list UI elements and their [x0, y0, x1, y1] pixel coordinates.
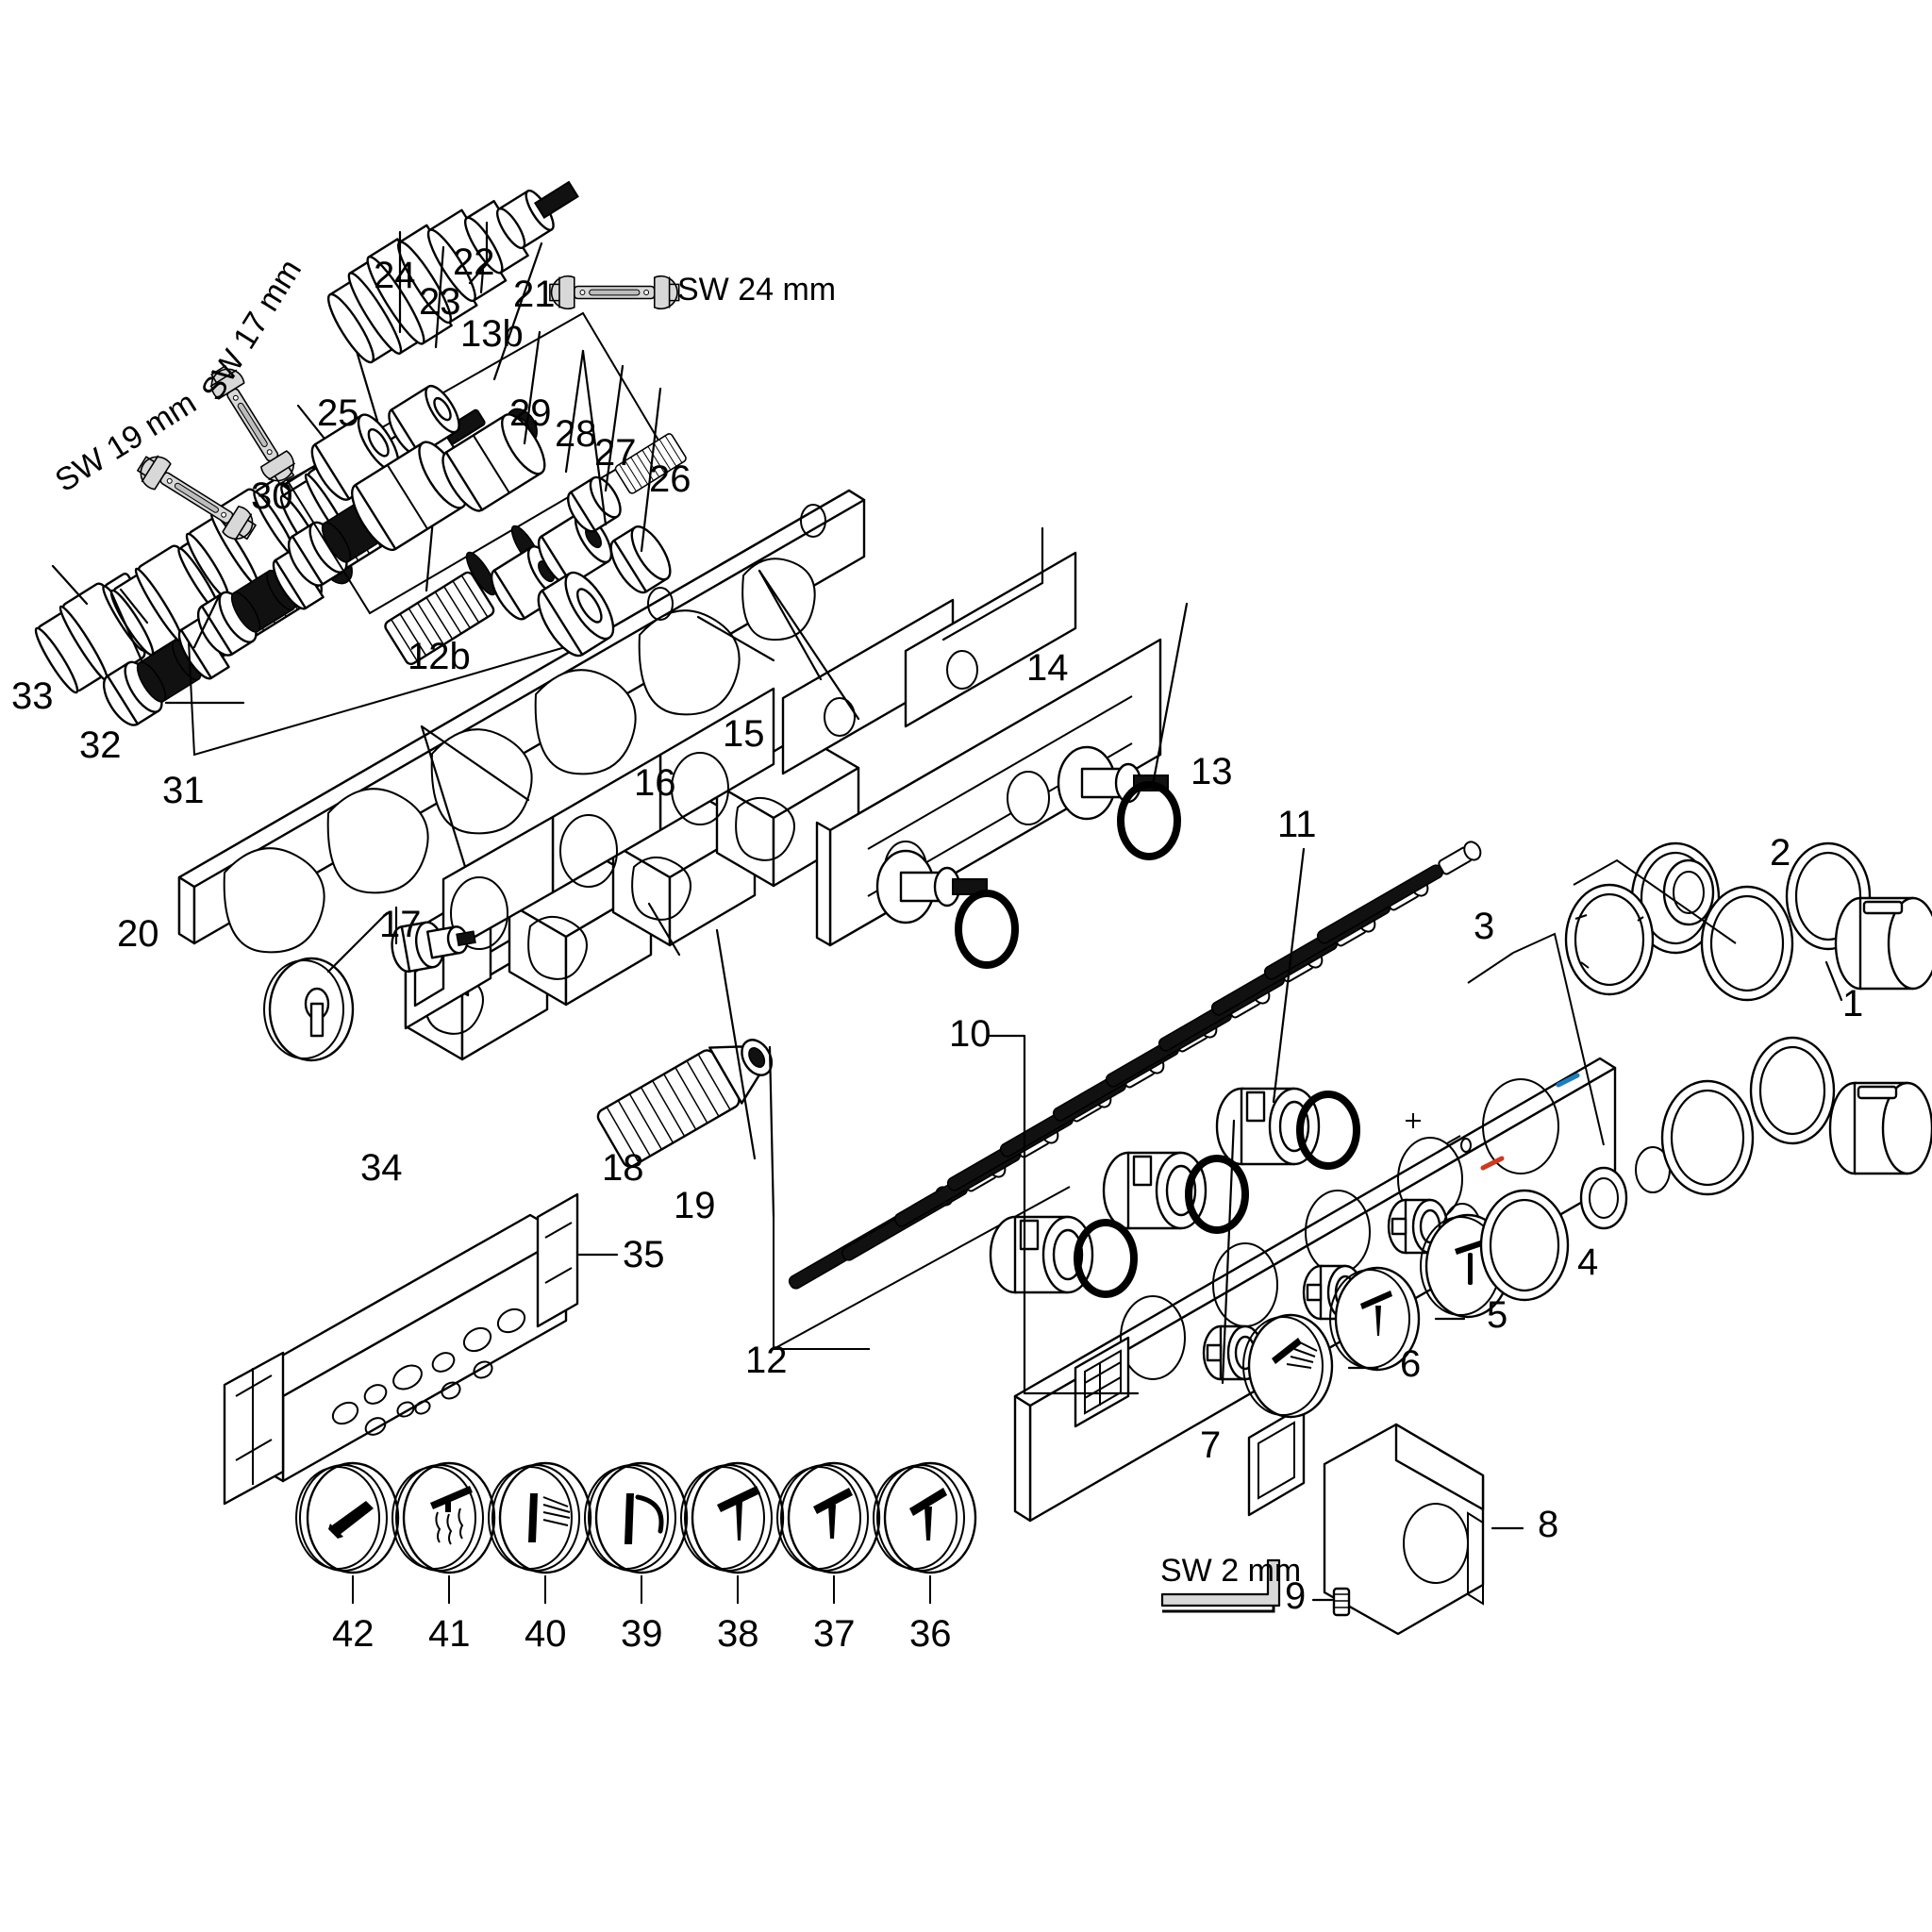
part-20-installation-body — [177, 489, 866, 954]
part-12-long-mounting-screws — [773, 838, 1485, 1350]
callout-23: 23 — [419, 281, 461, 323]
cold-indicator-mark — [1556, 1073, 1580, 1088]
tool-wrench-sw24 — [549, 275, 680, 310]
disc-number-36: 36 — [909, 1613, 952, 1655]
tool-allen-key-sw2 — [1160, 1558, 1281, 1613]
callout-17: 17 — [379, 904, 422, 945]
parts-4-5-6-symbol-caps — [1242, 1213, 1557, 1419]
callout-12: 12 — [745, 1340, 788, 1381]
symbol-disc-row — [295, 1461, 977, 1604]
callout-3: 3 — [1474, 906, 1495, 947]
parts-21-24-thermostatic-cartridge — [326, 180, 579, 364]
callout-21: 21 — [513, 274, 556, 315]
callout-13: 13 — [1191, 751, 1233, 792]
parts-31-32-12-bolts-washers — [102, 408, 586, 757]
hot-indicator-mark — [1480, 1156, 1505, 1171]
callout-16: 16 — [634, 762, 676, 804]
callout-11: 11 — [1277, 804, 1317, 845]
callout-7: 7 — [1200, 1424, 1222, 1466]
callout-15: 15 — [723, 713, 765, 755]
part-15-14-frames-and-block — [781, 551, 1169, 947]
parts-25-29-valve-inserts — [286, 311, 689, 658]
part-8-shower-holder — [1323, 1423, 1485, 1636]
callout-30: 30 — [251, 475, 293, 517]
callout-19: 19 — [674, 1185, 716, 1226]
disc-number-40: 40 — [525, 1613, 567, 1655]
part-35-mounting-bracket — [223, 1192, 619, 1506]
callout-20: 20 — [117, 913, 159, 955]
callout-4: 4 — [1577, 1241, 1599, 1283]
disc-number-38: 38 — [717, 1613, 759, 1655]
callout-27: 27 — [594, 432, 637, 474]
callout-12b: 12b — [408, 636, 471, 677]
parts-1-2-handle-and-rings — [1564, 841, 1932, 1002]
callout-32: 32 — [79, 724, 122, 766]
part-3-handle-ring-set — [1467, 932, 1932, 1302]
callout-34: 34 — [360, 1147, 403, 1189]
callout-10: 10 — [949, 1013, 991, 1055]
callout-18: 18 — [602, 1147, 644, 1189]
callout-13b: 13b — [460, 313, 524, 355]
callout-25: 25 — [317, 392, 359, 434]
callout-22: 22 — [453, 242, 495, 283]
callout-31: 31 — [162, 770, 205, 811]
part-18-19-extension-kit — [596, 1039, 774, 1168]
disc-number-39: 39 — [621, 1613, 663, 1655]
part-34-service-valve — [263, 906, 476, 1062]
callout-29: 29 — [509, 392, 552, 434]
callout-1: 1 — [1842, 983, 1864, 1024]
callout-26: 26 — [649, 458, 691, 500]
disc-number-41: 41 — [428, 1613, 471, 1655]
callout-5: 5 — [1487, 1294, 1508, 1336]
callout-24: 24 — [374, 255, 416, 296]
disc-number-42: 42 — [332, 1613, 375, 1655]
part-9-grub-screw — [1332, 1587, 1351, 1617]
callout-8: 8 — [1538, 1504, 1559, 1545]
callout-14: 14 — [1026, 647, 1069, 689]
callout-28: 28 — [555, 413, 597, 455]
tool-label-sw24: SW 24 mm — [677, 272, 837, 308]
callout-6: 6 — [1400, 1343, 1422, 1385]
callout-2: 2 — [1770, 832, 1791, 874]
callout-35: 35 — [623, 1234, 665, 1275]
callout-9: 9 — [1285, 1575, 1307, 1617]
tool-label-sw2: SW 2 mm — [1160, 1553, 1302, 1589]
callout-33: 33 — [11, 675, 54, 717]
disc-number-37: 37 — [813, 1613, 856, 1655]
